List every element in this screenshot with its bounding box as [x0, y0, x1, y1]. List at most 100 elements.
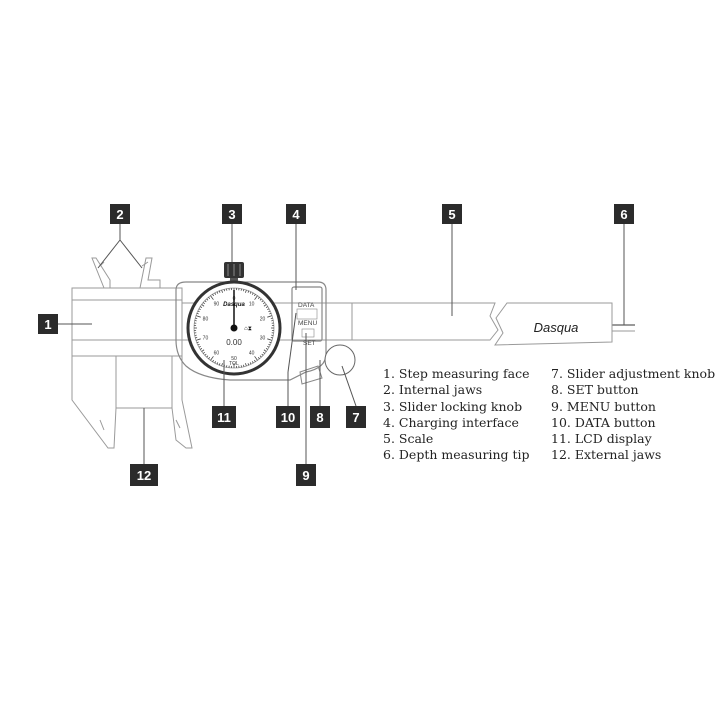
callout-11: 11 — [212, 406, 236, 428]
dial-tick — [210, 295, 214, 300]
dial-mode-symbol: ⌂⧗ — [244, 326, 252, 332]
dial-tick — [204, 353, 207, 356]
legend-item: 8. SET button — [551, 382, 639, 398]
legend-left: 1. Step measuring face 2. Internal jaws … — [383, 366, 530, 464]
dial-tick — [216, 362, 219, 365]
dial-tick — [197, 310, 200, 313]
svg-text:2: 2 — [116, 207, 123, 222]
beam-end — [494, 302, 613, 346]
callout-8: 8 — [310, 406, 330, 428]
legend-item: 6. Depth measuring tip — [383, 447, 530, 463]
dial-tick — [195, 338, 201, 341]
dial-tick — [245, 363, 247, 367]
dial-tick — [261, 353, 264, 356]
dial-tick — [265, 348, 268, 350]
slider-adjustment-knob — [299, 344, 356, 385]
callout-5: 5 — [442, 204, 462, 224]
dial-tick — [257, 357, 260, 360]
dial-tick — [201, 304, 205, 307]
callout-4: 4 — [286, 204, 306, 224]
dial-tick — [247, 290, 250, 293]
dial-tick — [249, 291, 252, 294]
dial-tick — [201, 349, 205, 352]
legend-item: 5. Scale — [383, 431, 434, 447]
internal-jaw-right — [139, 257, 161, 289]
set-button[interactable]: SET — [303, 340, 316, 347]
dial-tick — [267, 308, 270, 311]
dial-tick — [196, 312, 199, 315]
dial-tick — [267, 338, 273, 341]
dial-tick — [269, 312, 272, 315]
dial-tick — [204, 300, 207, 303]
legend-item: 11. LCD display — [551, 431, 652, 447]
svg-text:9: 9 — [302, 468, 309, 483]
svg-text:3: 3 — [228, 207, 235, 222]
dial-tick — [247, 363, 250, 366]
dial-tick — [214, 361, 217, 364]
dial-readout: 0.00 — [226, 338, 242, 347]
dial-tick — [200, 348, 203, 350]
menu-button[interactable]: MENU — [298, 320, 317, 327]
dial-tick — [254, 294, 256, 297]
dial-tick — [218, 290, 221, 293]
dial-tick — [268, 343, 271, 346]
dial-tick — [218, 363, 221, 366]
svg-text:12: 12 — [137, 468, 151, 483]
legend-item: 4. Charging interface — [383, 414, 519, 430]
dial-scale-number: 70 — [203, 335, 209, 341]
dial-tick — [198, 345, 201, 348]
dial-tick — [196, 341, 199, 344]
callout-1: 1 — [38, 314, 58, 334]
dial-tick — [251, 361, 254, 364]
brand-logo: Dasqua — [534, 320, 579, 335]
main-beam — [182, 302, 499, 341]
external-jaws — [71, 356, 193, 449]
dial-tick — [259, 298, 262, 301]
dial-tick — [208, 357, 211, 360]
dial-tick — [200, 306, 203, 308]
dial-tick — [208, 296, 211, 299]
dial-scale-number: 40 — [249, 350, 255, 356]
dial-tick — [198, 308, 201, 311]
callout-3: 3 — [222, 204, 242, 224]
dial-tol-label: TOL — [229, 361, 239, 367]
dial-tick — [210, 356, 214, 361]
dial-scale-number: 80 — [203, 317, 209, 323]
dial-scale-number: 10 — [249, 302, 255, 308]
dial-tick — [254, 359, 256, 362]
dial-tick — [267, 345, 270, 348]
dial-tick — [249, 362, 252, 365]
callout-2: 2 — [110, 204, 130, 224]
svg-text:11: 11 — [217, 410, 231, 425]
dial-tick — [268, 310, 271, 313]
dial-tick — [202, 302, 205, 305]
dial-tick — [251, 292, 254, 295]
callout-9: 9 — [296, 464, 316, 486]
dial-scale-number: 20 — [260, 317, 266, 323]
dial-scale-number: 50 — [231, 356, 237, 362]
svg-text:5: 5 — [448, 207, 455, 222]
dial-tick — [254, 295, 258, 300]
dial-tick — [245, 289, 247, 293]
dial-tick — [206, 298, 209, 301]
dial-scale-number: 60 — [214, 350, 220, 356]
legend-item: 7. Slider adjustment knob — [551, 366, 716, 381]
dial-tick — [263, 304, 267, 307]
dial-tick — [265, 306, 268, 308]
dial-tick — [214, 292, 217, 295]
dial-tick — [197, 343, 200, 346]
legend-item: 12. External jaws — [551, 447, 662, 463]
dial-tick — [221, 289, 223, 293]
legend-item: 3. Slider locking knob — [383, 398, 523, 414]
main-head — [71, 287, 183, 357]
dial-tick — [212, 294, 214, 297]
internal-jaw-left — [91, 257, 111, 289]
svg-text:4: 4 — [292, 207, 300, 222]
dial-tick — [195, 315, 201, 318]
dial-tick — [263, 351, 266, 354]
dial-tick — [254, 356, 258, 361]
data-button[interactable]: DATA — [298, 302, 315, 309]
svg-text:6: 6 — [620, 207, 627, 222]
legend-item: 10. DATA button — [551, 414, 656, 430]
